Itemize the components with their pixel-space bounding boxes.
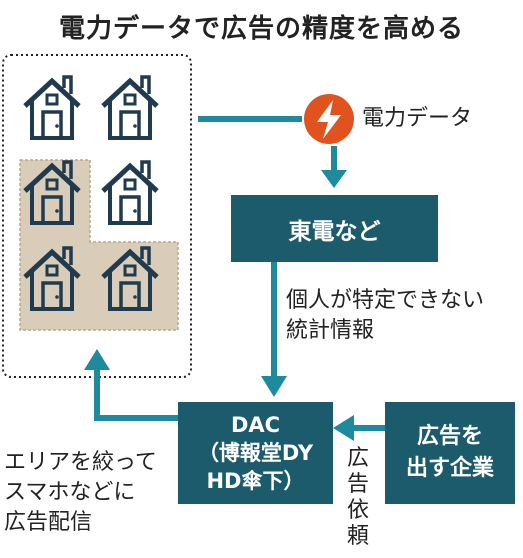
ad-request-char: 広 <box>346 446 369 471</box>
stats-label-line: 統計情報 <box>286 318 375 343</box>
tepco-box: 東電など <box>231 195 438 262</box>
dac-box: DAC （博報堂DY HD傘下） <box>178 402 333 504</box>
advertiser-box: 広告を 出す企業 <box>385 402 515 504</box>
ad-request-char: 頼 <box>346 524 369 549</box>
house-icon <box>103 77 157 138</box>
arrow-head <box>321 170 347 188</box>
ad-request-char: 告 <box>346 472 369 497</box>
arrow-to-households <box>94 368 178 421</box>
targeted-ads-label: エリアを絞って スマホなどに 広告配信 <box>4 448 157 538</box>
targeted-ads-line: 広告配信 <box>4 510 93 535</box>
tepco-box-label: 東電など <box>288 218 381 245</box>
arrow-head <box>261 376 287 397</box>
dac-box-line: DAC <box>230 413 281 437</box>
power-data-label: 電力データ <box>362 106 473 131</box>
house-icon <box>103 162 157 223</box>
arrow-head <box>84 349 110 370</box>
page-title: 電力データで広告の精度を高める <box>58 14 464 44</box>
household-group-frame <box>2 54 192 378</box>
dac-box-line: （博報堂DY <box>197 441 314 465</box>
targeted-ads-line: スマホなどに <box>4 480 136 505</box>
dac-box-line: HD傘下） <box>206 469 305 493</box>
targeted-ads-line: エリアを絞って <box>4 450 157 475</box>
ad-request-label: 広 告 依 頼 <box>345 446 371 550</box>
house-icon <box>25 77 79 138</box>
stats-label: 個人が特定できない 統計情報 <box>286 286 484 346</box>
advertiser-box-line: 出す企業 <box>405 456 494 481</box>
stats-label-line: 個人が特定できない <box>286 288 485 313</box>
ad-request-char: 依 <box>346 498 369 523</box>
arrow-head <box>333 415 354 441</box>
advertiser-box-line: 広告を <box>416 424 483 449</box>
lightning-icon <box>304 94 354 144</box>
